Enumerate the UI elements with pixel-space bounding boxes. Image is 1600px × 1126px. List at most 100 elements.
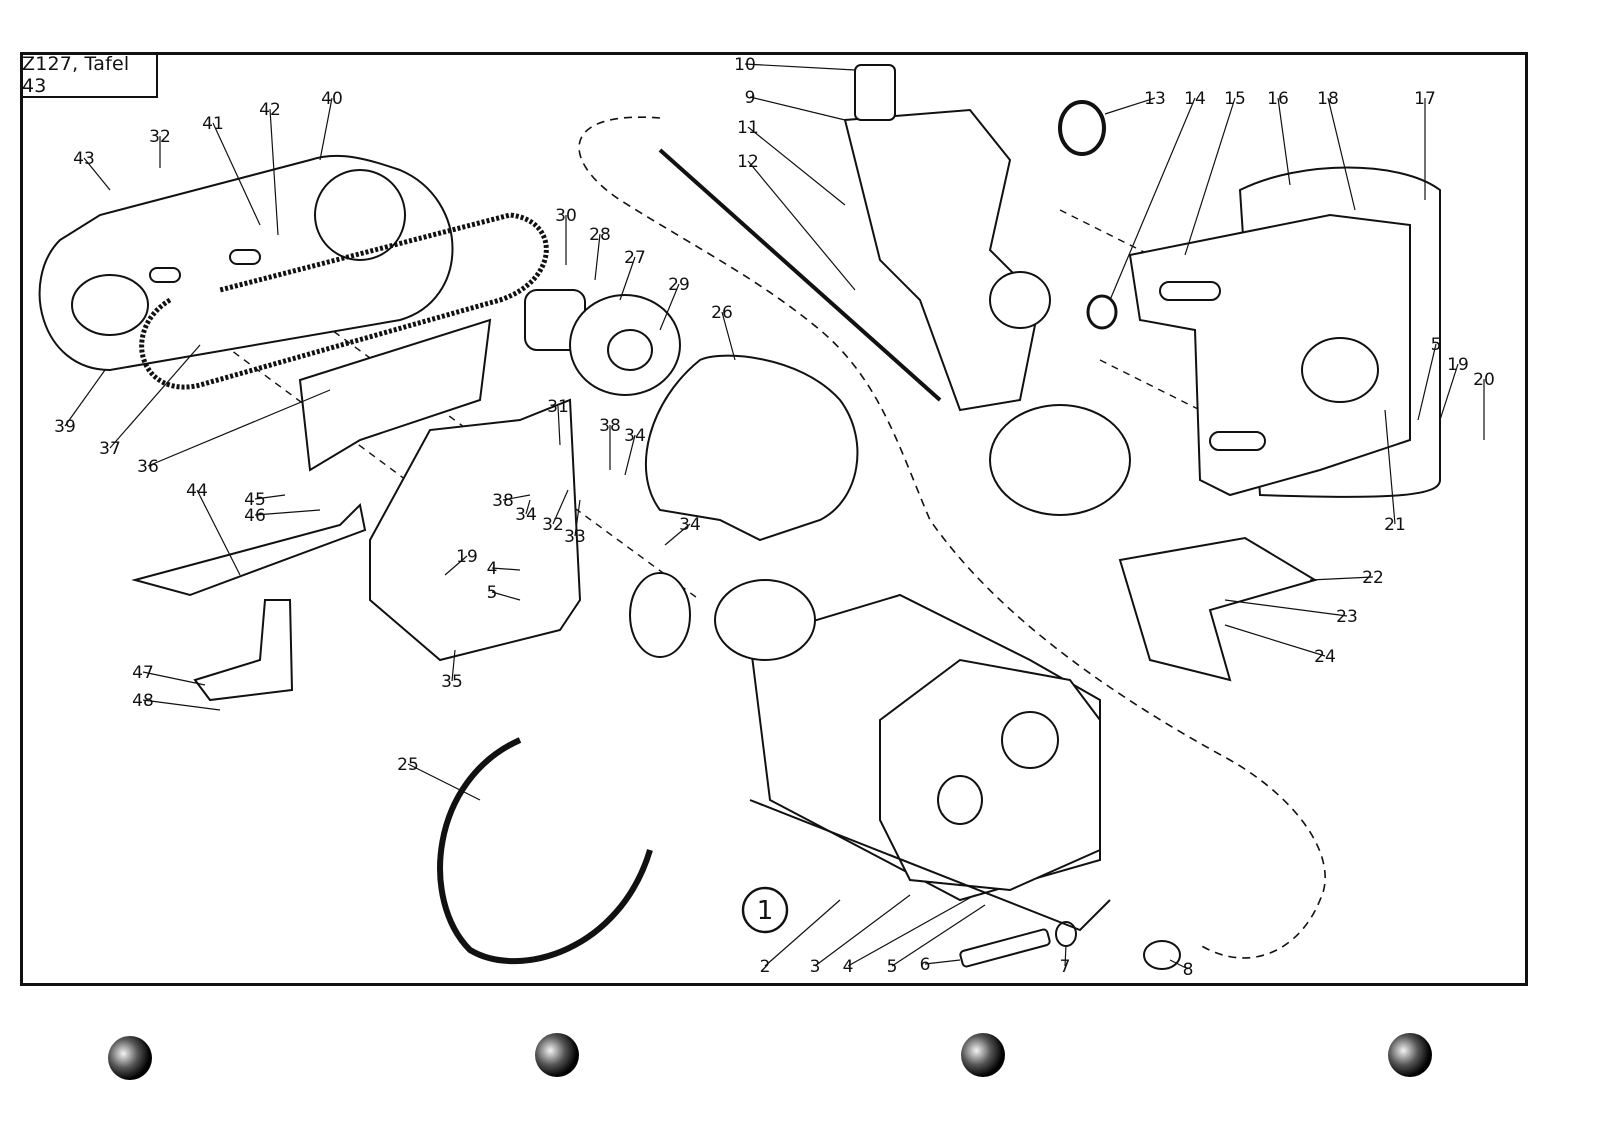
pulley	[524, 289, 681, 396]
bracket-plate	[298, 318, 492, 472]
part-number-5: 5	[887, 957, 898, 977]
leader-line	[747, 160, 856, 291]
part-number-41: 41	[202, 114, 224, 134]
leader-line	[721, 311, 736, 361]
part-number-32: 32	[542, 515, 564, 535]
leader-line	[1439, 363, 1459, 421]
part-number-4: 4	[487, 559, 498, 579]
leader-line	[83, 157, 111, 191]
part-number-21: 21	[1384, 515, 1406, 535]
part-number-17: 17	[1414, 89, 1436, 109]
leader-line	[1417, 343, 1437, 421]
leader-line	[1184, 97, 1236, 256]
part-number-5: 5	[487, 583, 498, 603]
leader-line	[147, 389, 331, 467]
screw	[959, 928, 1051, 968]
part-number-37: 37	[99, 439, 121, 459]
part-number-22: 22	[1362, 568, 1384, 588]
mounting-plates	[1128, 166, 1441, 498]
leader-line	[552, 489, 569, 525]
part-number-10: 10	[734, 55, 756, 75]
part-number-38: 38	[492, 491, 514, 511]
leader-line	[624, 434, 636, 476]
part-number-4: 4	[843, 957, 854, 977]
hinge	[1118, 536, 1318, 682]
part-number-2: 2	[760, 957, 771, 977]
v-belt	[437, 737, 653, 965]
leader-line	[196, 489, 241, 576]
leader-line	[764, 899, 841, 967]
part-number-18: 18	[1317, 89, 1339, 109]
leader-line	[891, 904, 986, 967]
ring-part	[1058, 100, 1106, 156]
leader-line	[269, 108, 279, 236]
part-number-45: 45	[244, 490, 266, 510]
sheet-label: Z127, Tafel 43	[22, 53, 158, 98]
angle-bracket	[193, 599, 294, 702]
leader-line	[557, 405, 561, 446]
leader-line	[1384, 409, 1396, 525]
leader-line	[1224, 624, 1326, 657]
washer-8	[1143, 940, 1181, 970]
leader-line	[1327, 97, 1356, 211]
part-number-35: 35	[441, 672, 463, 692]
part-number-5: 5	[1431, 335, 1442, 355]
lever	[131, 502, 367, 597]
pulley-cover	[645, 354, 859, 542]
leader-line	[659, 283, 680, 331]
leader-line	[254, 494, 286, 500]
part-number-25: 25	[397, 755, 419, 775]
part-number-48: 48	[132, 691, 154, 711]
figure-number-circle	[741, 886, 789, 934]
leader-line	[142, 699, 221, 711]
part-number-9: 9	[745, 88, 756, 108]
part-number-29: 29	[668, 275, 690, 295]
leader-line	[491, 591, 521, 601]
leader-line	[407, 763, 481, 801]
leader-line	[574, 499, 581, 537]
part-number-31: 31	[547, 397, 569, 417]
leader-line	[142, 671, 206, 686]
part-number-12: 12	[737, 152, 759, 172]
part-number-26: 26	[711, 303, 733, 323]
leader-line	[525, 499, 531, 515]
belt-guard	[38, 154, 454, 372]
figure-number: 1	[757, 896, 774, 926]
part-number-11: 11	[737, 118, 759, 138]
part-number-20: 20	[1473, 370, 1495, 390]
part-number-23: 23	[1336, 607, 1358, 627]
part-number-36: 36	[137, 457, 159, 477]
part-number-42: 42	[259, 100, 281, 120]
leader-line	[1224, 599, 1348, 617]
part-number-47: 47	[132, 663, 154, 683]
washer-7	[1055, 921, 1077, 947]
leader-line	[1277, 97, 1291, 186]
part-number-32: 32	[149, 127, 171, 147]
part-number-19: 19	[456, 547, 478, 567]
part-number-40: 40	[321, 89, 343, 109]
leader-line	[64, 369, 106, 427]
part-number-39: 39	[54, 417, 76, 437]
leader-line	[491, 567, 521, 571]
leader-line	[319, 97, 333, 161]
part-number-46: 46	[244, 506, 266, 526]
leader-line	[847, 894, 976, 967]
part-number-15: 15	[1224, 89, 1246, 109]
leader-line	[1169, 959, 1189, 970]
leader-line	[254, 509, 321, 516]
leader-line	[664, 523, 691, 546]
toothed-belt	[139, 212, 549, 390]
part-number-7: 7	[1060, 957, 1071, 977]
part-number-14: 14	[1184, 89, 1206, 109]
upper-housing	[658, 64, 1131, 516]
part-number-30: 30	[555, 206, 577, 226]
part-number-34: 34	[515, 505, 537, 525]
part-number-43: 43	[73, 149, 95, 169]
part-number-34: 34	[679, 515, 701, 535]
motor-unit	[629, 572, 1111, 932]
dashed-assembly-path	[578, 116, 1326, 959]
part-number-33: 33	[564, 527, 586, 547]
leader-line	[747, 126, 846, 206]
